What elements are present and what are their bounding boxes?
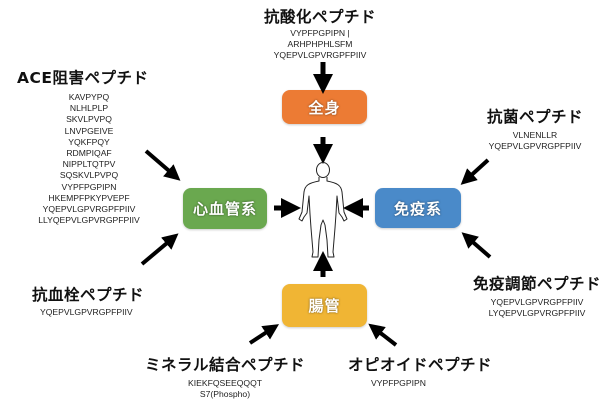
antioxidant-title: 抗酸化ペプチド xyxy=(263,8,376,26)
arrow-mineral-to-intestine xyxy=(248,324,280,345)
sequence: YQEPVLGPVRGPFPIIV xyxy=(40,307,133,317)
mineral-binding-group: ミネラル結合ペプチド KIEKFQSEEQQQT S7(Phospho) xyxy=(140,353,310,400)
sequence: KAVPYPQ xyxy=(68,92,110,102)
sequence: YQEPVLGPVRGPFPIIV xyxy=(488,141,582,152)
arrow-antibacterial-to-immune xyxy=(460,158,490,185)
antioxidant-sequences: VYPFPGPIPN | ARHPHPHLSFM YQEPVLGPVRGPFPI… xyxy=(220,28,420,62)
cardiovascular-box: 心血管系 xyxy=(183,188,267,229)
human-body-icon xyxy=(298,162,348,258)
arrow-ace-to-cardiovascular xyxy=(144,149,181,181)
sequence: LLYQEPVLGPVRGPFPIIV xyxy=(38,215,140,226)
sequence: SKVLPVPQ xyxy=(66,114,112,125)
sequence: YQEPVLGPVRGPFPIIV xyxy=(42,204,136,215)
arrow-antithrombotic-to-cardiovascular xyxy=(140,233,179,266)
antithrombotic-sequences: YQEPVLGPVRGPFPIIV xyxy=(20,307,160,318)
antioxidant-group: 抗酸化ペプチド VYPFPGPIPN | ARHPHPHLSFM YQEPVLG… xyxy=(220,5,420,62)
cardiovascular-label: 心血管系 xyxy=(192,200,257,218)
sequence: KIEKFQSEEQQQT xyxy=(187,378,263,388)
sequence: VLNENLLR xyxy=(512,130,558,140)
whole-body-box: 全身 xyxy=(282,90,367,124)
immune-box: 免疫系 xyxy=(375,188,461,228)
sequence: LYQEPVLGPVRGPFPIIV xyxy=(488,308,586,319)
antibacterial-title: 抗菌ペプチド xyxy=(486,108,583,126)
antithrombotic-title: 抗血栓ペプチド xyxy=(32,286,145,304)
sequence: YQKFPQY xyxy=(68,136,110,147)
ace-inhibitory-sequences: KAVPYPQ NLHLPLP SKVLPVPQ LNVPGEIVE YQKFP… xyxy=(14,92,164,226)
sequence: VYPFPGPIPN xyxy=(371,378,426,388)
sequence: NLHLPLP xyxy=(69,103,109,114)
immunomodulatory-group: 免疫調節ペプチド YQEPVLGPVRGPFPIIV LYQEPVLGPVRGP… xyxy=(462,272,612,319)
antithrombotic-group: 抗血栓ペプチド YQEPVLGPVRGPFPIIV xyxy=(20,283,160,318)
sequence: LNVPGEIVE xyxy=(64,125,114,136)
intestine-label: 腸管 xyxy=(308,297,341,315)
opioid-group: オピオイドペプチド VYPFPGPIPN xyxy=(345,353,495,389)
sequence: SQSKVLPVPQ xyxy=(59,170,119,181)
sequence: ARHPHPHLSFM xyxy=(287,39,353,50)
sequence: RDMPIQAF xyxy=(66,148,112,159)
arrow-immunomodulatory-to-immune xyxy=(461,232,492,259)
antibacterial-group: 抗菌ペプチド VLNENLLR YQEPVLGPVRGPFPIIV xyxy=(460,105,610,152)
whole-body-label: 全身 xyxy=(308,98,341,117)
antibacterial-sequences: VLNENLLR YQEPVLGPVRGPFPIIV xyxy=(460,130,610,152)
sequence: NIPPLTQTPV xyxy=(62,159,116,170)
immunomodulatory-title: 免疫調節ペプチド xyxy=(472,275,601,293)
sequence: VYPFPGPIPN | xyxy=(290,28,350,38)
opioid-title: オピオイドペプチド xyxy=(347,356,492,374)
sequence: HKEMPFPKYPVEPF xyxy=(48,192,130,203)
arrow-opioid-to-intestine xyxy=(368,323,398,347)
sequence: S7(Phospho) xyxy=(199,389,251,400)
mineral-binding-sequences: KIEKFQSEEQQQT S7(Phospho) xyxy=(140,378,310,400)
immune-label: 免疫系 xyxy=(393,199,442,218)
intestine-box: 腸管 xyxy=(282,284,367,327)
immunomodulatory-sequences: YQEPVLGPVRGPFPIIV LYQEPVLGPVRGPFPIIV xyxy=(462,297,612,319)
ace-inhibitory-title: ACE阻害ペプチド xyxy=(17,69,149,87)
sequence: YQEPVLGPVRGPFPIIV xyxy=(273,50,367,61)
mineral-binding-title: ミネラル結合ペプチド xyxy=(144,356,305,374)
opioid-sequences: VYPFPGPIPN xyxy=(345,378,495,389)
sequence: VYPFPGPIPN xyxy=(61,181,117,192)
sequence: YQEPVLGPVRGPFPIIV xyxy=(490,297,584,307)
ace-inhibitory-group: ACE阻害ペプチド xyxy=(0,66,150,88)
